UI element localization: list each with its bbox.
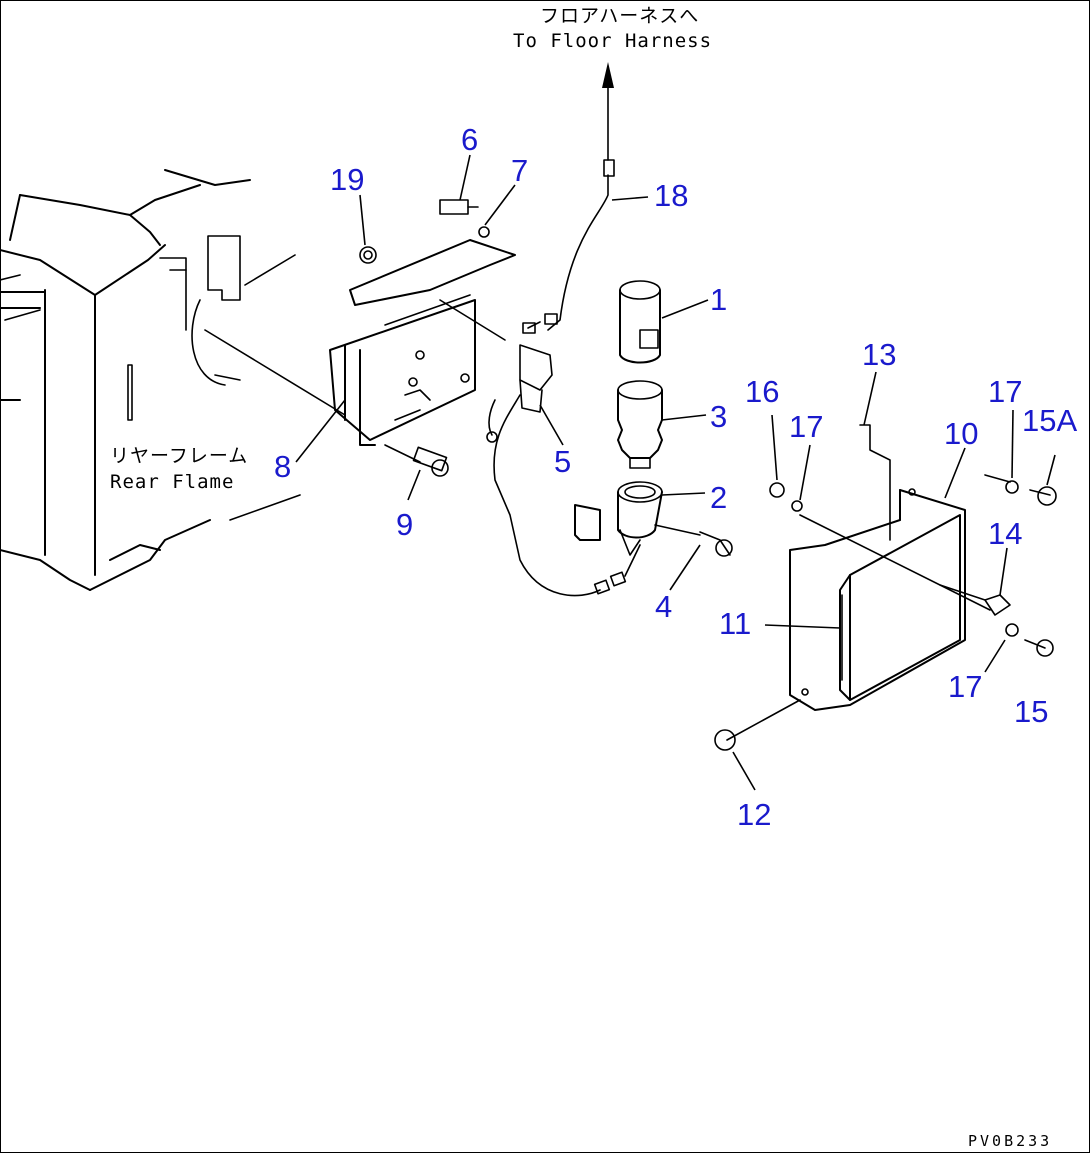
callout-19: 19	[330, 162, 364, 197]
callout-12: 12	[737, 797, 771, 832]
callout-9: 9	[396, 507, 413, 542]
filter-element	[617, 380, 663, 469]
floor-harness-label-jp: フロアハーネスへ	[540, 5, 699, 27]
rear-frame-drawing	[0, 169, 301, 591]
rear-frame-label-en: Rear Flame	[110, 471, 234, 493]
callout-4: 4	[655, 589, 672, 624]
leader-lines	[295, 154, 1056, 791]
callout-15: 15	[1014, 694, 1048, 729]
callout-6: 6	[461, 122, 478, 157]
floor-harness-label-en: To Floor Harness	[513, 30, 712, 52]
drawing-code: PV0B233	[968, 1132, 1052, 1150]
callout-18: 18	[654, 178, 688, 213]
floor-harness-arrow	[602, 62, 614, 161]
callout-10: 10	[944, 416, 978, 451]
callout-16: 16	[745, 374, 779, 409]
callout-1: 1	[710, 282, 727, 317]
bracket-assembly	[204, 199, 516, 477]
controller-assembly	[714, 424, 1057, 751]
filter-head	[574, 481, 733, 557]
callout-17-b: 17	[988, 374, 1022, 409]
callout-11: 11	[719, 606, 751, 641]
callout-5: 5	[554, 444, 571, 479]
callout-13: 13	[862, 337, 896, 372]
callout-14: 14	[988, 516, 1022, 551]
callout-8: 8	[274, 449, 291, 484]
callout-2: 2	[710, 480, 727, 515]
rear-frame-label-jp: リヤーフレーム	[110, 445, 248, 467]
callout-15a: 15A	[1022, 403, 1077, 438]
filter-cartridge	[619, 280, 661, 364]
harness-wiring	[486, 159, 641, 597]
callout-17-c: 17	[948, 669, 982, 704]
callout-3: 3	[710, 399, 727, 434]
callout-17-a: 17	[789, 409, 823, 444]
callout-7: 7	[511, 153, 528, 188]
